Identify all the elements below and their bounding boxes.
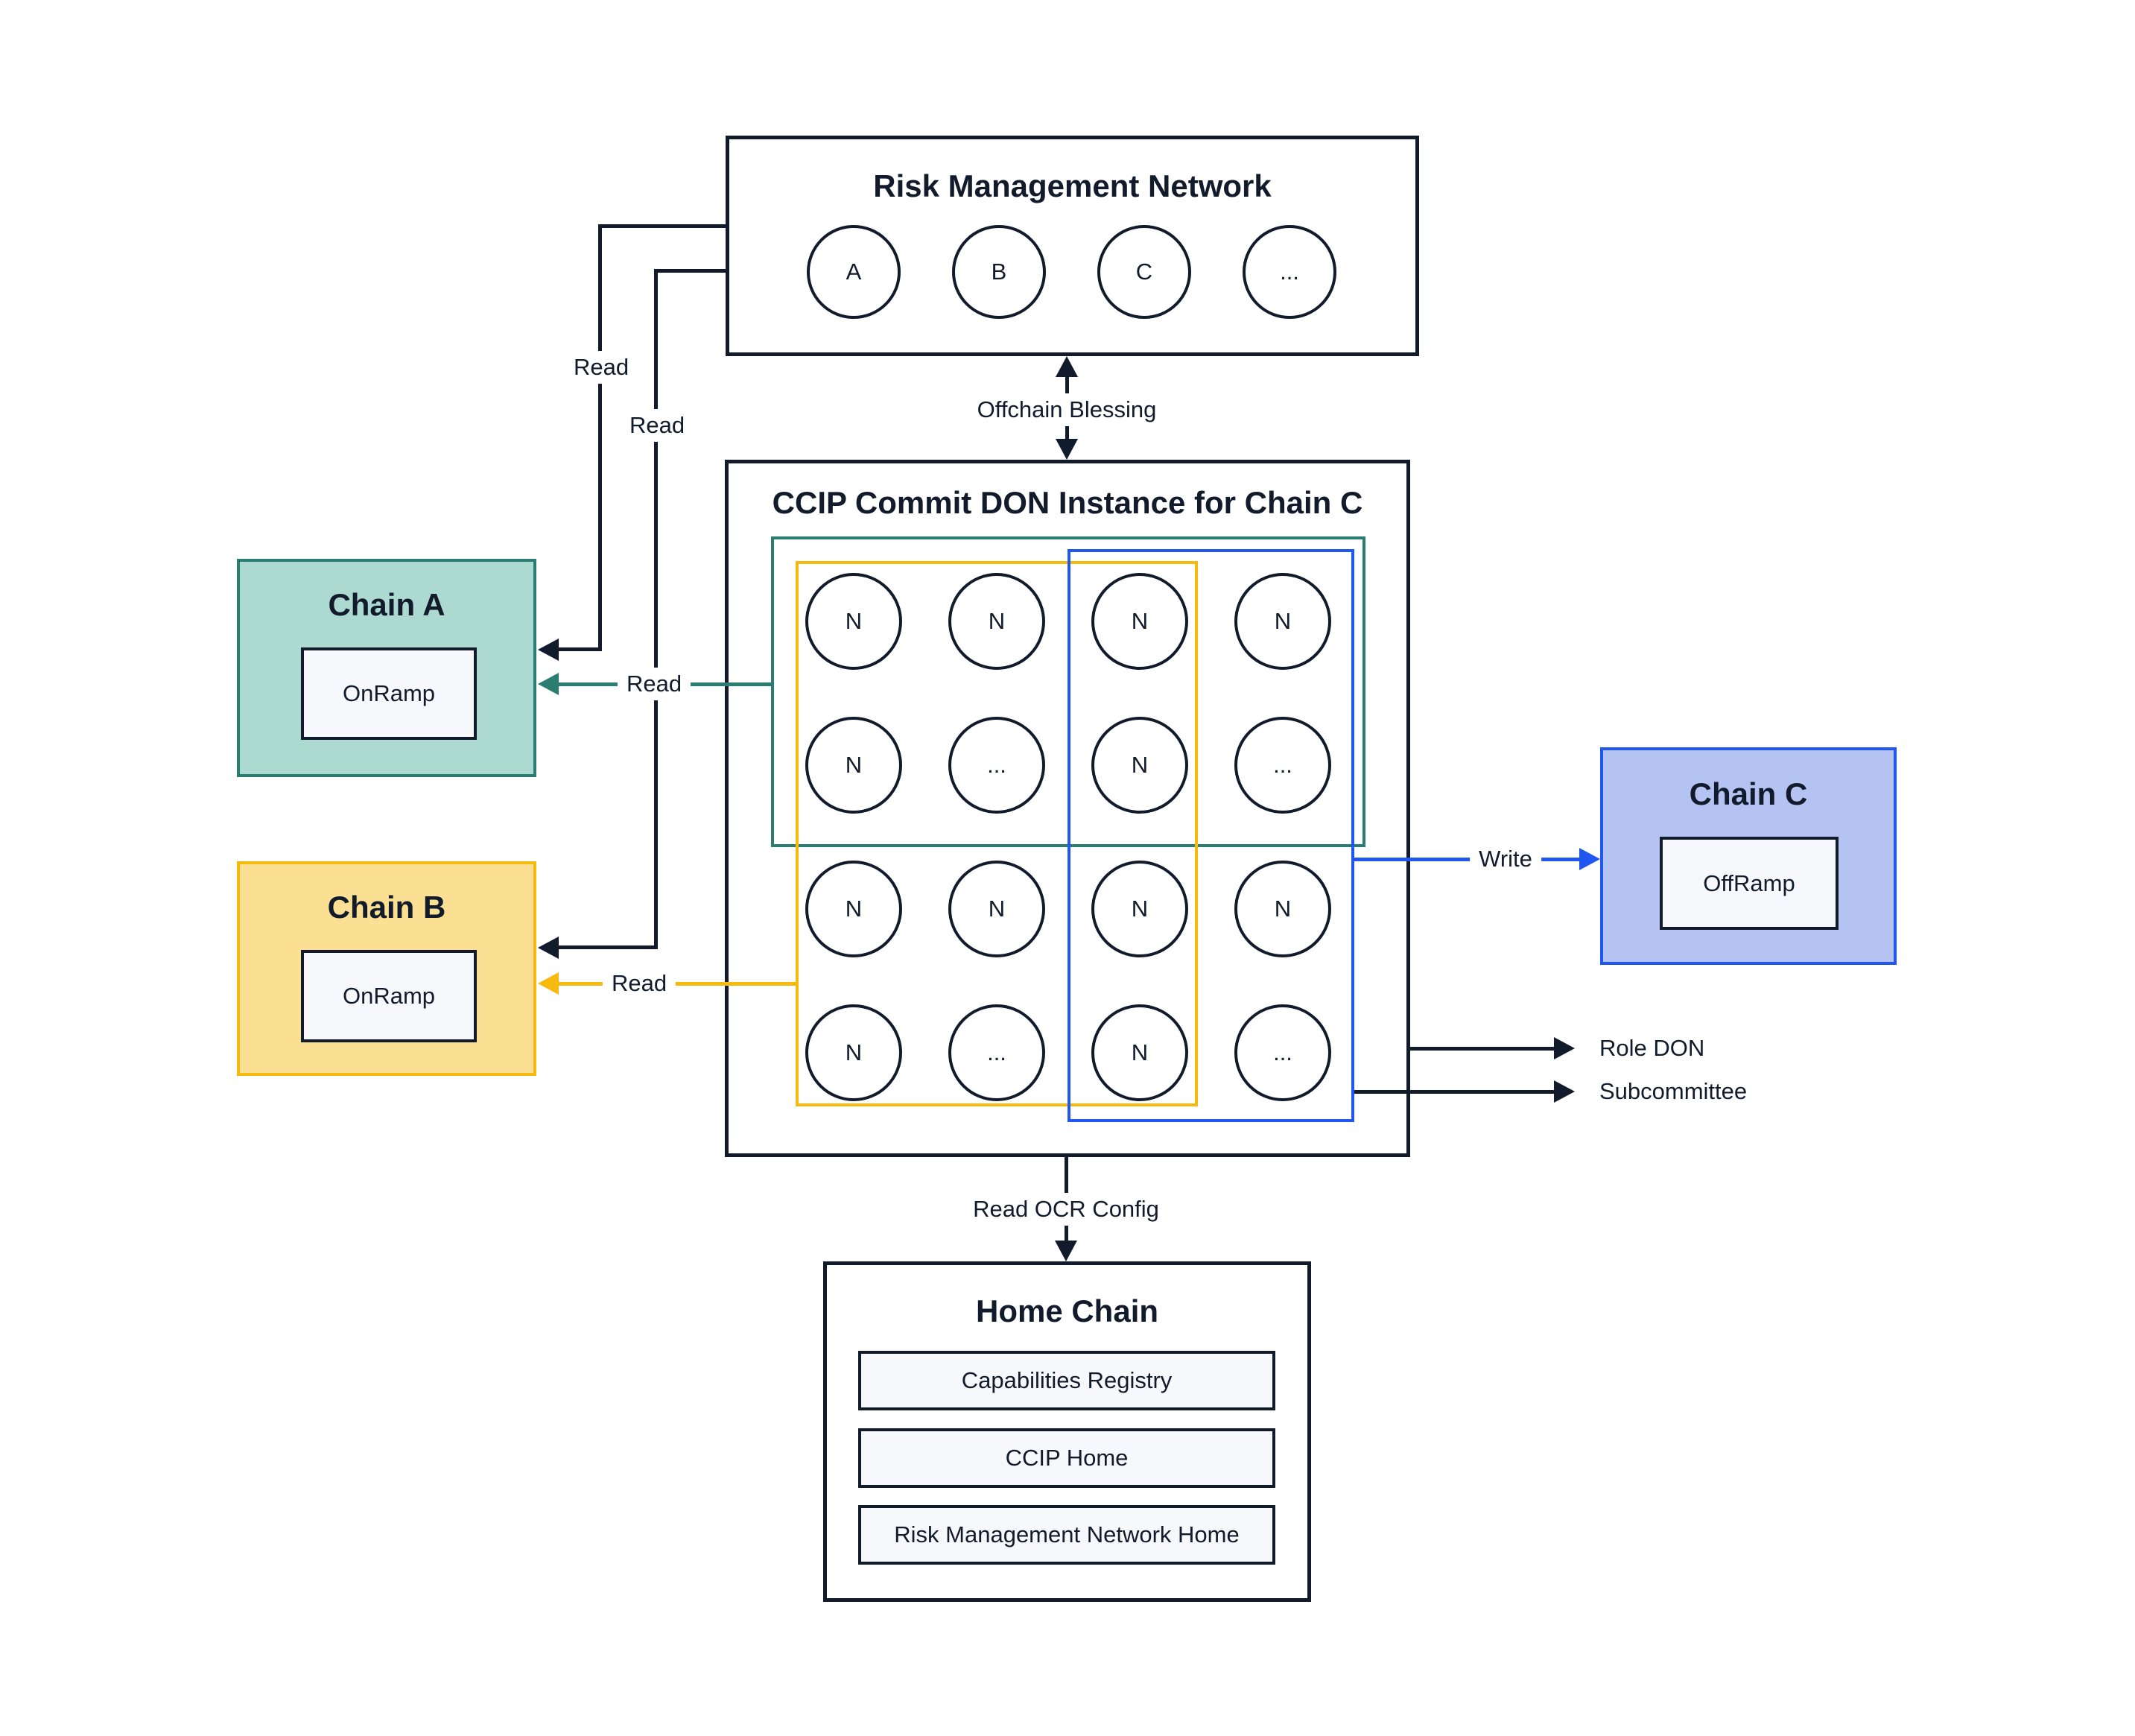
- home-chain-title: Home Chain: [975, 1293, 1159, 1328]
- read-don-chain-a-label: Read: [617, 668, 691, 700]
- don-node-circle: ...: [948, 1004, 1045, 1101]
- chain-c-offramp-box: OffRamp: [1660, 837, 1839, 930]
- offchain-blessing-arrowhead-down-icon: [1056, 439, 1078, 460]
- don-node-circle: N: [805, 1004, 902, 1101]
- chain-b-onramp-box: OnRamp: [301, 950, 477, 1042]
- read-rmn-chain-a-vertical-segment: [598, 224, 602, 650]
- read-rmn-chain-b-label: Read: [620, 409, 694, 442]
- chain-a-onramp-box: OnRamp: [301, 647, 477, 740]
- don-node-circle: N: [1091, 1004, 1188, 1101]
- read-rmn-chain-b-top-segment: [656, 269, 726, 273]
- commit-don-title: CCIP Commit DON Instance for Chain C: [772, 485, 1363, 520]
- read-ocr-config-arrowhead-icon: [1055, 1241, 1077, 1261]
- don-node-circle: N: [805, 861, 902, 957]
- risk-management-network-title: Risk Management Network: [873, 168, 1272, 203]
- read-rmn-chain-a-top-segment: [600, 224, 726, 228]
- chain-c-title: Chain C: [1689, 776, 1808, 811]
- don-node-circle: N: [1091, 717, 1188, 814]
- subcommittee-line: [1354, 1090, 1554, 1094]
- role-don-line: [1410, 1047, 1554, 1051]
- don-node-circle: N: [1234, 573, 1331, 670]
- read-don-chain-a-arrowhead-icon: [538, 673, 559, 695]
- read-don-chain-b-label: Read: [602, 967, 676, 1000]
- don-node-circle: N: [1234, 861, 1331, 957]
- role-don-label: Role DON: [1599, 1035, 1705, 1061]
- read-rmn-chain-b-vertical-segment: [654, 269, 658, 949]
- read-rmn-chain-a-arrowhead-icon: [538, 639, 559, 661]
- don-node-circle: ...: [1234, 717, 1331, 814]
- don-node-circle: N: [948, 573, 1045, 670]
- don-node-circle: N: [805, 717, 902, 814]
- capabilities-registry-label: Capabilities Registry: [961, 1367, 1173, 1393]
- don-node-circle: N: [1091, 861, 1188, 957]
- don-node-circle: N: [805, 573, 902, 670]
- offchain-blessing-label: Offchain Blessing: [968, 393, 1166, 426]
- capabilities-registry-box: Capabilities Registry: [858, 1351, 1275, 1410]
- read-don-chain-b-arrowhead-icon: [538, 972, 559, 995]
- write-chain-c-arrowhead-icon: [1579, 848, 1600, 870]
- read-rmn-chain-b-arrowhead-icon: [538, 937, 559, 959]
- read-rmn-chain-a-end-segment: [557, 647, 602, 651]
- don-node-circle: N: [948, 861, 1045, 957]
- ccip-home-label: CCIP Home: [1005, 1445, 1129, 1471]
- subcommittee-arrowhead-icon: [1554, 1080, 1575, 1103]
- offchain-blessing-arrowhead-up-icon: [1056, 356, 1078, 377]
- rmn-node-circle: ...: [1243, 225, 1336, 319]
- chain-b-reader-group-rect: [796, 561, 1198, 1106]
- read-rmn-chain-b-end-segment: [557, 945, 658, 949]
- role-don-arrowhead-icon: [1554, 1037, 1575, 1059]
- don-node-circle: N: [1091, 573, 1188, 670]
- risk-management-network-home-box: Risk Management Network Home: [858, 1505, 1275, 1565]
- rmn-node-circle: A: [807, 225, 901, 319]
- subcommittee-group-rect: [1068, 549, 1354, 1122]
- chain-a-title: Chain A: [328, 587, 445, 622]
- chain-b-title: Chain B: [327, 890, 446, 925]
- don-node-circle: ...: [1234, 1004, 1331, 1101]
- chain-c-offramp-label: OffRamp: [1703, 869, 1795, 896]
- read-rmn-chain-a-label: Read: [564, 351, 638, 384]
- risk-management-network-home-label: Risk Management Network Home: [894, 1521, 1240, 1547]
- rmn-node-circle: C: [1097, 225, 1191, 319]
- rmn-node-circle: B: [952, 225, 1046, 319]
- read-ocr-config-label: Read OCR Config: [964, 1193, 1168, 1226]
- don-node-circle: ...: [948, 717, 1045, 814]
- subcommittee-label: Subcommittee: [1599, 1078, 1748, 1104]
- write-chain-c-label: Write: [1470, 843, 1541, 875]
- ccip-home-box: CCIP Home: [858, 1428, 1275, 1488]
- chain-a-onramp-label: OnRamp: [342, 680, 436, 706]
- chain-b-onramp-label: OnRamp: [342, 983, 436, 1009]
- write-chain-c-line: [1354, 858, 1579, 861]
- read-don-chain-b-line: [557, 982, 796, 986]
